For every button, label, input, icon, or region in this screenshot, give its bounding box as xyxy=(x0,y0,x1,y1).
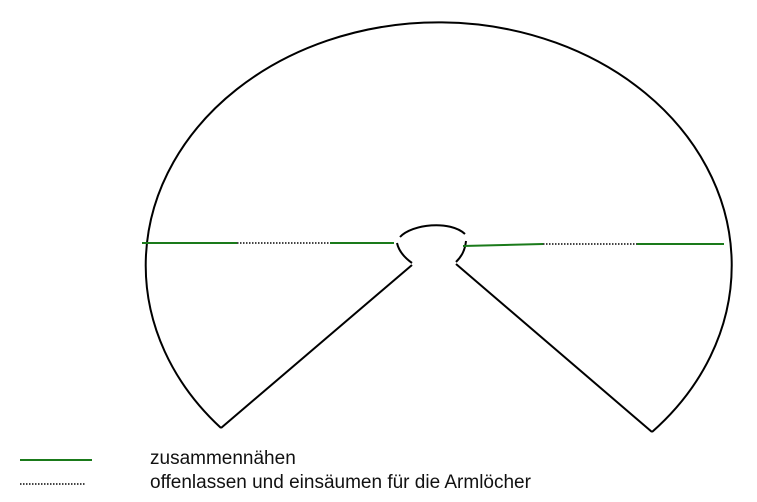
right-wedge-edge xyxy=(455,263,653,433)
neck-opening-top xyxy=(399,224,466,238)
left-wedge-edge xyxy=(220,264,413,429)
neck-opening-left xyxy=(396,242,413,264)
outer-hem-arc xyxy=(144,21,733,433)
legend-label-open: offenlassen und einsäumen für die Armlöc… xyxy=(150,472,531,493)
legend-label-sew: zusammennähen xyxy=(150,448,296,469)
right-seam-sew-inner xyxy=(462,243,544,247)
neck-opening-right xyxy=(455,240,467,263)
